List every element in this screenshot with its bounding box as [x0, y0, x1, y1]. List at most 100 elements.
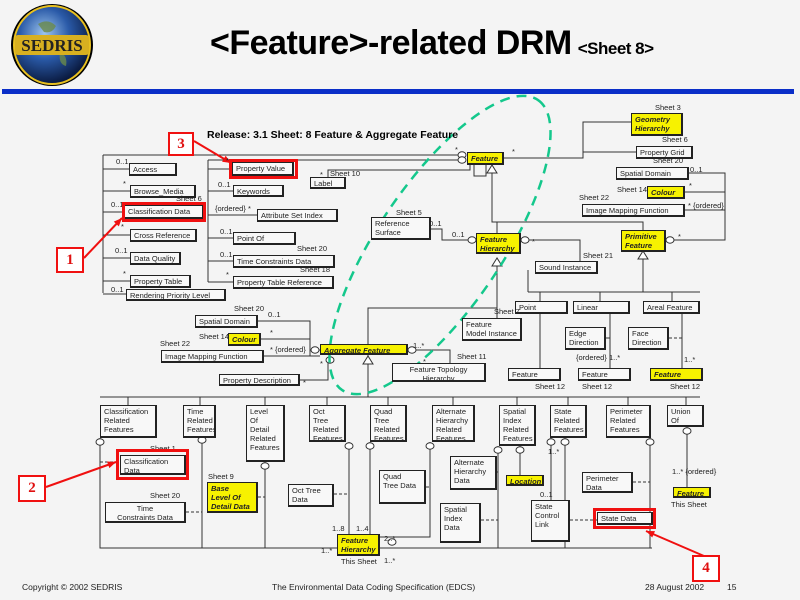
multiplicity-label: Sheet 20	[150, 491, 181, 500]
class-box-aggregate-feature: Aggregate Feature	[320, 344, 408, 355]
multiplicity-label: 1..*	[384, 556, 396, 565]
multiplicity-label: 1..*	[413, 341, 425, 350]
class-box-colour: Colour	[647, 186, 685, 199]
multiplicity-label: *	[270, 328, 273, 337]
class-box-feature: Feature	[467, 152, 504, 165]
class-box-image-mapping-function: Image Mapping Function	[582, 204, 685, 217]
class-box-quad-tree-data: Quad Tree Data	[379, 470, 426, 504]
multiplicity-label: 1..*	[548, 447, 560, 456]
aggregation-diamond-icon	[645, 438, 655, 446]
multiplicity-label: 0..1	[452, 230, 465, 239]
multiplicity-label: 0..1	[268, 310, 281, 319]
multiplicity-label: 0..1	[690, 165, 703, 174]
title-sheet: <Sheet 8>	[577, 39, 654, 58]
aggregation-diamond-icon	[560, 438, 570, 446]
logo-text: SEDRIS	[21, 36, 82, 55]
class-box-primitive-feature: Primitive Feature	[621, 230, 666, 252]
association-line	[473, 165, 487, 177]
class-box-reference-surface: Reference Surface	[371, 217, 431, 240]
multiplicity-label: *	[226, 270, 229, 279]
class-box-access: Access	[129, 163, 177, 176]
class-box-point-of-contact: Point Of Contact	[233, 232, 296, 245]
class-box-feature: Feature	[673, 487, 711, 498]
class-box-alternate-hierarchy-related-features: Alternate Hierarchy Related Features	[432, 405, 475, 442]
association-line	[327, 165, 471, 177]
multiplicity-label: Sheet 14	[617, 185, 648, 194]
multiplicity-label: This Sheet	[671, 500, 707, 509]
association-line	[380, 442, 431, 538]
multiplicity-label: Sheet 12	[670, 382, 701, 391]
multiplicity-label: *	[532, 237, 535, 246]
multiplicity-label: *	[123, 269, 126, 278]
arrowhead-icon	[646, 531, 655, 538]
multiplicity-label: 0..1	[220, 250, 233, 259]
multiplicity-label: *	[320, 170, 323, 179]
arrowhead-icon	[222, 155, 231, 163]
aggregation-diamond-icon	[467, 236, 477, 244]
multiplicity-label: 1..8	[332, 524, 345, 533]
multiplicity-label: Sheet 3	[655, 103, 681, 112]
class-box-attribute-set-index: Attribute Set Index	[257, 209, 338, 222]
class-box-feature-topology-hierarchy: Feature Topology Hierarchy	[392, 363, 486, 382]
multiplicity-label: *	[226, 156, 229, 165]
class-box-time-related-features: Time Related Features	[183, 405, 216, 438]
multiplicity-label: 0..1	[220, 227, 233, 236]
multiplicity-label: Sheet 22	[160, 339, 191, 348]
multiplicity-label: 1..*	[321, 546, 333, 555]
class-box-classification-related-features: Classification Related Features	[100, 405, 157, 438]
title-text: <Feature>-related DRM	[210, 24, 572, 62]
arrowhead-icon	[107, 461, 116, 469]
footer-copyright: Copyright © 2002 SEDRIS	[22, 582, 123, 592]
class-box-data-quality: Data Quality	[130, 252, 181, 265]
multiplicity-label: Sheet 10	[330, 169, 361, 178]
multiplicity-label: *	[678, 232, 681, 241]
highlight-box-4	[593, 508, 656, 529]
class-box-alternate-hierarchy-data: Alternate Hierarchy Data	[450, 456, 497, 490]
class-box-face-direction: Face Direction	[628, 327, 669, 350]
callout-2: 2	[18, 475, 46, 502]
class-box-spatial-domain: Spatial Domain	[616, 167, 689, 180]
class-box-perimeter-related-features: Perimeter Related Features	[606, 405, 651, 438]
footer-center: The Environmental Data Coding Specificat…	[272, 582, 476, 592]
class-box-feature-node: Feature Node	[508, 368, 561, 381]
multiplicity-label: *	[320, 359, 323, 368]
multiplicity-label: Sheet 20	[234, 304, 265, 313]
class-box-colour: Colour	[228, 333, 261, 346]
multiplicity-label: 0..1	[218, 180, 231, 189]
generalization-arrow-icon	[491, 257, 503, 267]
multiplicity-label: 0..1	[116, 157, 129, 166]
aggregation-diamond-icon	[457, 156, 467, 164]
generalization-arrow-icon	[362, 355, 374, 365]
highlight-box-2	[116, 449, 189, 480]
class-box-keywords: Keywords	[233, 185, 284, 197]
aggregation-diamond-icon	[493, 446, 503, 454]
footer-date: 28 August 2002	[645, 582, 705, 592]
class-box-property-table: Property Table	[130, 275, 191, 288]
aggregation-diamond-icon	[260, 462, 270, 470]
multiplicity-label: Sheet 11	[457, 352, 487, 361]
generalization-arrow-icon	[486, 164, 498, 174]
aggregation-diamond-icon	[546, 438, 556, 446]
class-box-image-mapping-function: Image Mapping Function	[161, 350, 264, 363]
association-line	[99, 438, 337, 549]
aggregation-diamond-icon	[407, 346, 417, 354]
multiplicity-label: Sheet 5	[396, 208, 422, 217]
multiplicity-label: 1..* {ordered}	[672, 467, 717, 476]
aggregation-diamond-icon	[95, 438, 105, 446]
arrowhead-icon	[113, 218, 122, 227]
multiplicity-label: Sheet 14	[199, 332, 230, 341]
multiplicity-label: * {ordered}	[270, 345, 306, 354]
multiplicity-label: *	[121, 222, 124, 231]
association-line	[431, 228, 476, 241]
title-divider	[2, 89, 794, 94]
class-box-property-grid: Property Grid	[636, 146, 693, 159]
multiplicity-label: *	[423, 357, 426, 366]
generalization-arrow-icon	[637, 250, 649, 260]
class-box-location: Location	[506, 475, 544, 486]
multiplicity-label: Sheet 1	[150, 444, 176, 453]
class-box-state-related-features: State Related Features	[550, 405, 587, 438]
diagram-title: Release: 3.1 Sheet: 8 Feature & Aggregat…	[207, 129, 459, 141]
multiplicity-label: Sheet 12	[582, 382, 613, 391]
multiplicity-label: *	[512, 147, 515, 156]
callout-4: 4	[692, 555, 720, 582]
